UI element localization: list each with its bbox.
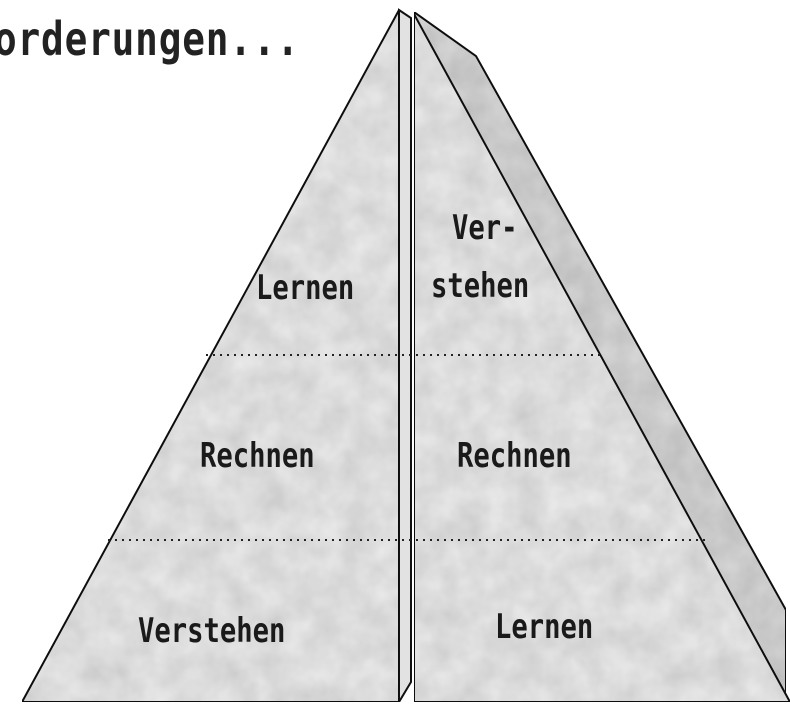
right-bottom-label: Lernen bbox=[495, 607, 593, 647]
right-top-label-line2: stehen bbox=[431, 258, 529, 314]
right-middle-label: Rechnen bbox=[457, 436, 572, 476]
right-pyramid-front-face bbox=[414, 14, 790, 702]
right-top-label-line1: Ver- bbox=[452, 200, 518, 256]
left-pyramid-front-face bbox=[22, 10, 399, 702]
left-bottom-label: Verstehen bbox=[138, 611, 285, 651]
page-title: orderungen... bbox=[0, 12, 300, 66]
left-top-label: Lernen bbox=[256, 268, 354, 308]
left-middle-label: Rechnen bbox=[200, 436, 315, 476]
